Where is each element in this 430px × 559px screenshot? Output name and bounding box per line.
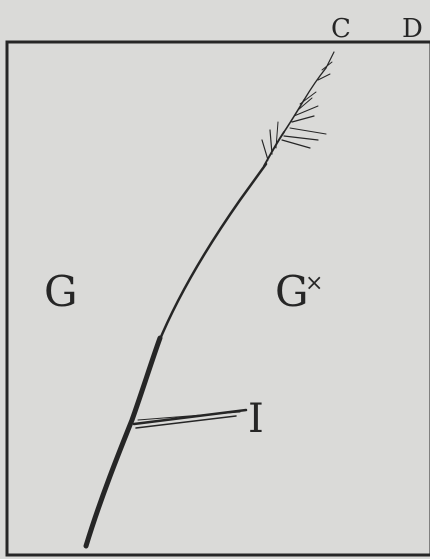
label-g-right: G [275, 267, 309, 316]
label-c: C [331, 14, 351, 44]
label-g-right-mark: × [305, 271, 323, 296]
label-g-left: G [44, 267, 78, 316]
feathery-tip [261, 51, 335, 167]
label-d: D [402, 14, 423, 44]
curve-upper [156, 162, 268, 346]
curve-lower [83, 335, 163, 549]
label-i: I [248, 396, 264, 442]
frame-border [5, 40, 430, 557]
pointer-line [132, 408, 248, 429]
